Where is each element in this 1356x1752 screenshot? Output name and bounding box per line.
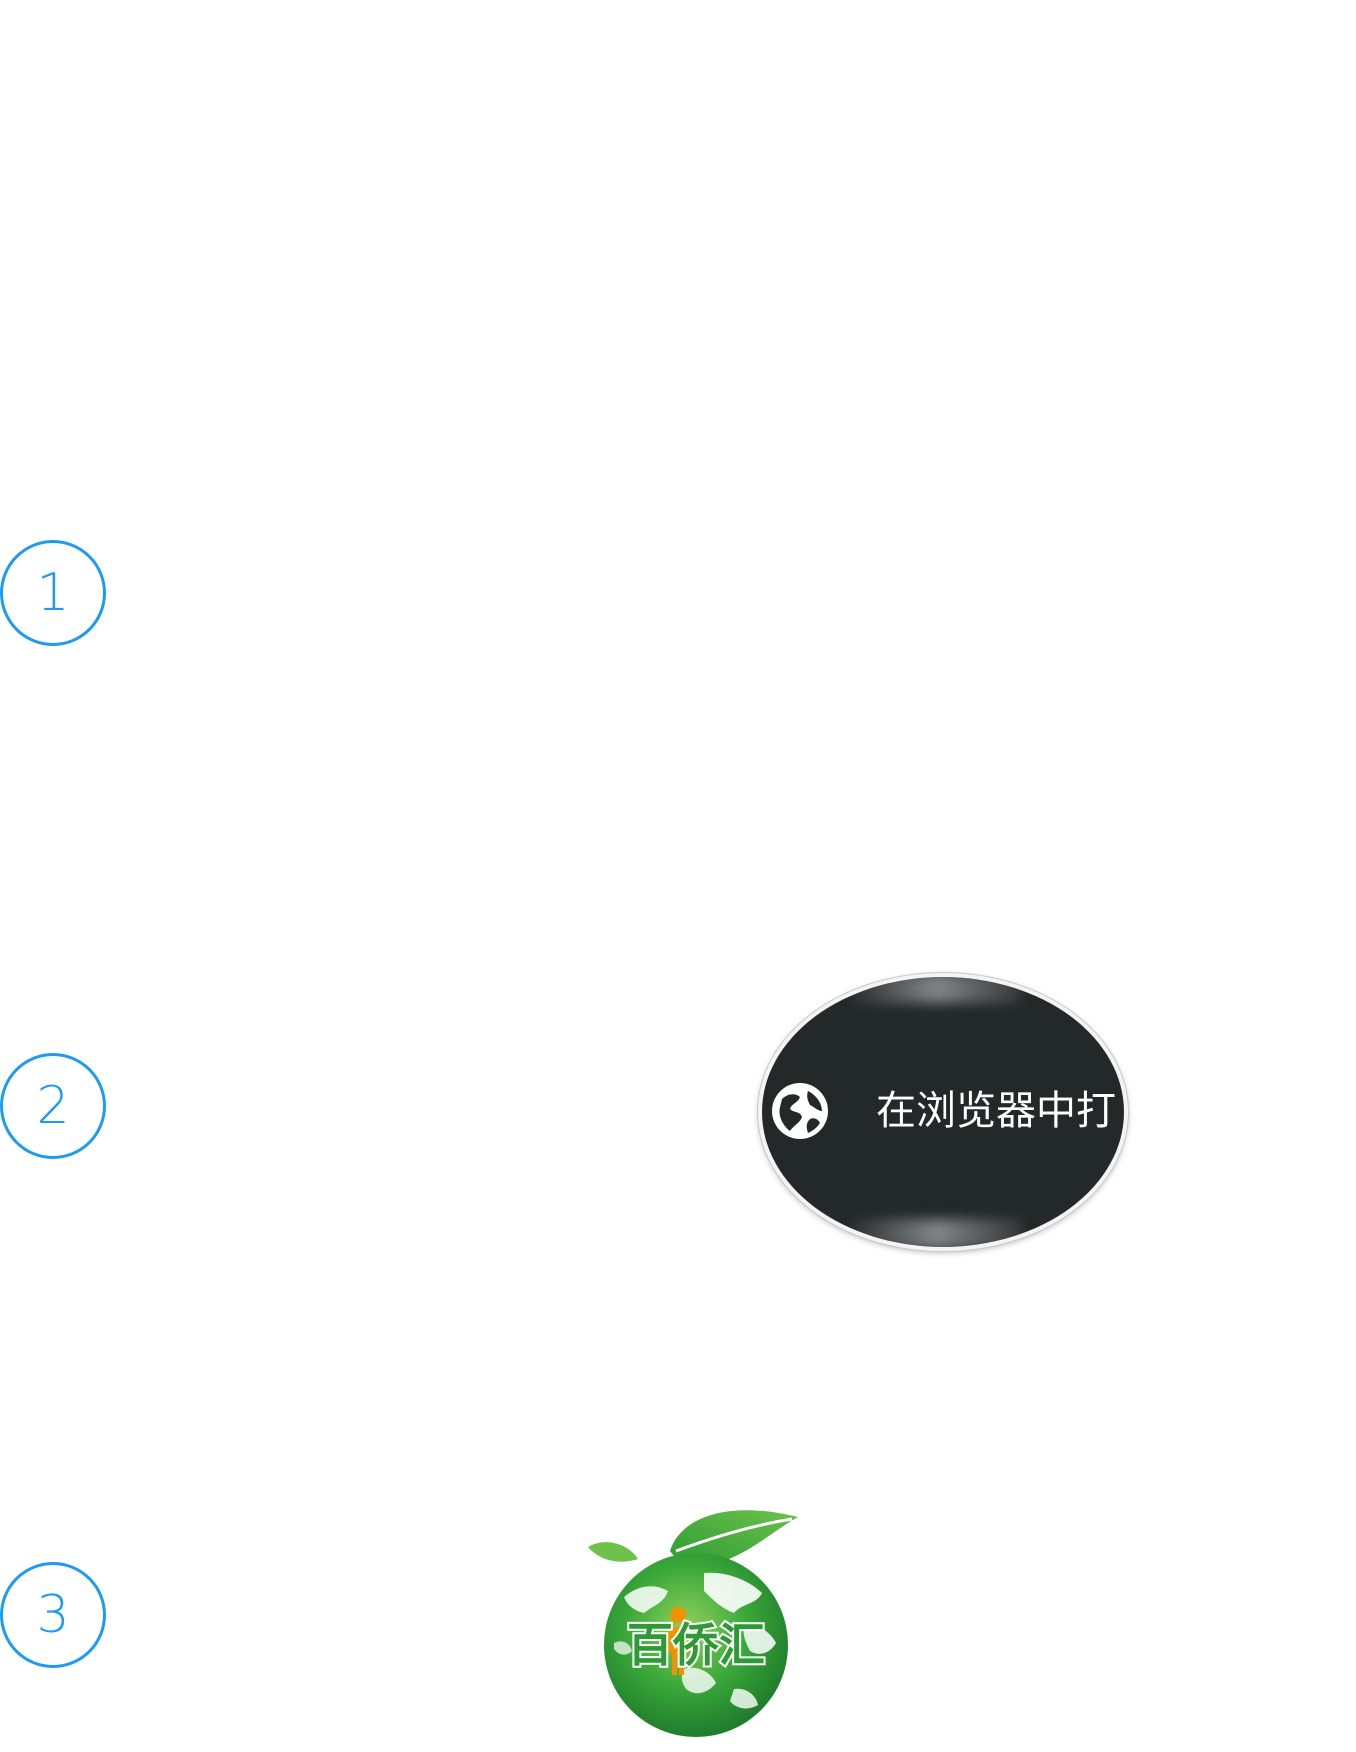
magnified-menu-item: 在浏览器中打 — [758, 973, 1128, 1251]
small-leaf-icon — [588, 1542, 638, 1562]
step-1-number: 1 — [36, 563, 70, 623]
step-3-number: 3 — [36, 1585, 70, 1645]
step-3-badge: 3 — [0, 1562, 106, 1668]
step-2-number: 2 — [36, 1076, 70, 1136]
person-figure-icon — [666, 1607, 690, 1675]
step-1-badge: 1 — [0, 540, 106, 646]
step-2-badge: 2 — [0, 1053, 106, 1159]
open-in-browser-label: 在浏览器中打 — [876, 1088, 1116, 1134]
logo-text: 百侨汇 — [627, 1618, 765, 1672]
globe-icon — [770, 1081, 830, 1141]
baiqiaohui-logo: 百侨汇 — [584, 1493, 818, 1737]
blurred-menu-item-above — [852, 977, 1022, 1003]
blurred-menu-item-below — [852, 1219, 1022, 1247]
